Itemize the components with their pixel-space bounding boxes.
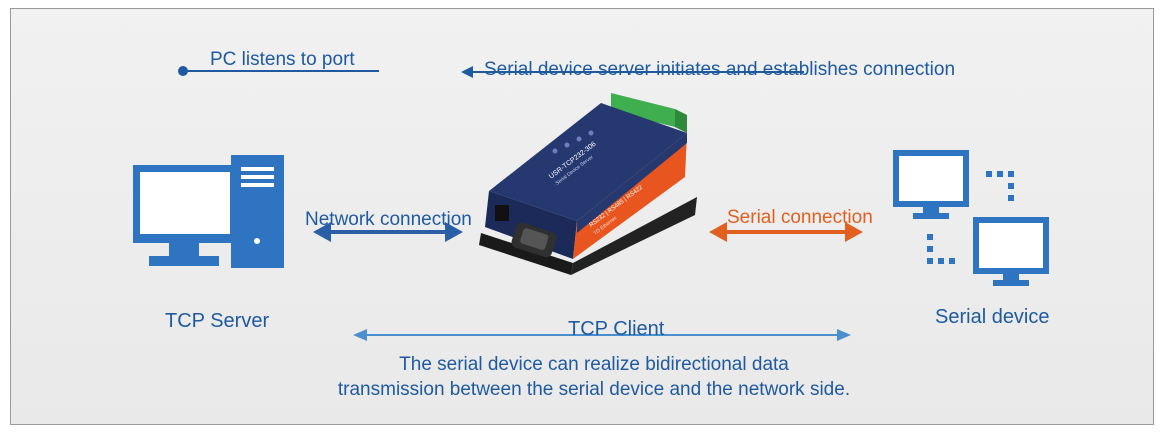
initiate-arrow <box>461 66 804 78</box>
tcp-client-label: TCP Client <box>568 318 665 340</box>
pc-listens-label: PC listens to port <box>210 49 355 70</box>
description-line-2: transmission between the serial device a… <box>337 379 851 400</box>
network-connection-label: Network connection <box>305 209 472 230</box>
diagram-artwork: USR-TCP232-306 Serial Device Server RS23… <box>133 66 1049 341</box>
pc-listens-underline <box>178 66 379 76</box>
tcp-server-label: TCP Server <box>165 310 270 332</box>
serial-device-label: Serial device <box>935 306 1050 328</box>
serial-device-server-image <box>479 93 697 275</box>
bidirectional-arrow <box>353 329 851 341</box>
serial-connection-arrow <box>709 222 863 242</box>
server-initiates-label: Serial device server initiates and estab… <box>484 59 956 80</box>
network-connection-arrow <box>313 222 463 242</box>
description-line-1: The serial device can realize bidirectio… <box>399 354 789 375</box>
description-text: The serial device can realize bidirectio… <box>271 352 917 402</box>
diagram-frame: USR-TCP232-306 Serial Device Server RS23… <box>10 8 1154 425</box>
serial-connection-label: Serial connection <box>727 207 873 228</box>
serial-device-monitors-icon <box>893 150 1049 286</box>
tcp-server-computer-icon <box>133 155 284 268</box>
